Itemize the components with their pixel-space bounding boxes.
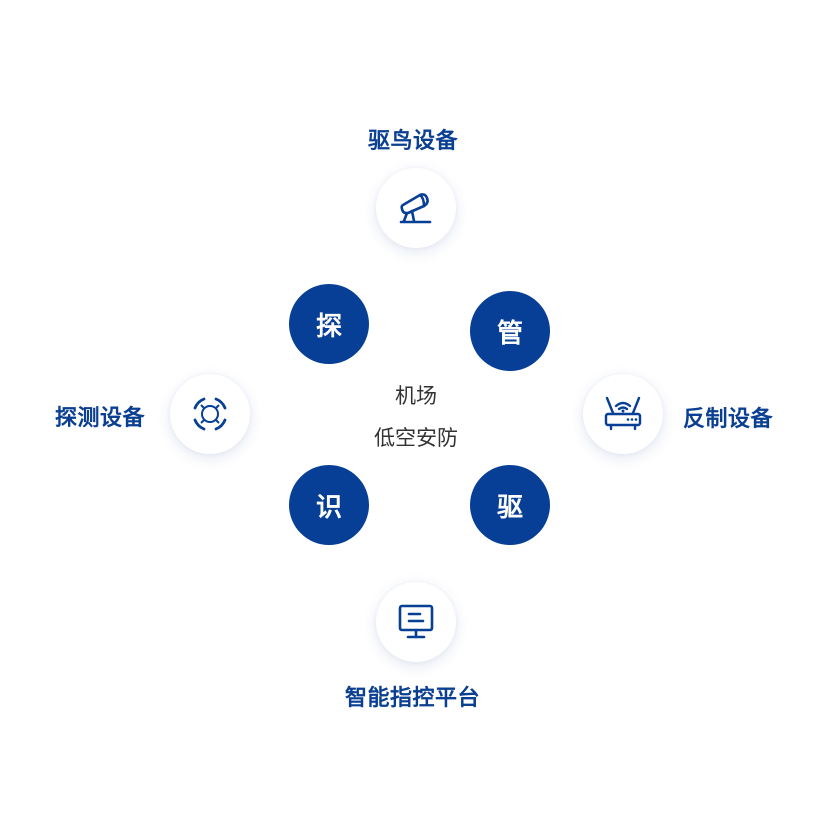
detection-device-label: 探测设备 — [55, 406, 146, 431]
router-icon — [604, 396, 642, 431]
detection-device[interactable] — [170, 374, 250, 454]
cannon-icon — [399, 193, 432, 224]
center-title-line2: 低空安防 — [374, 426, 458, 450]
node-detect[interactable]: 探 — [289, 284, 369, 364]
command-platform-device[interactable] — [376, 582, 456, 662]
bird-repeller-device[interactable] — [376, 168, 456, 248]
radar-target-icon — [193, 397, 227, 431]
command-platform-label: 智能指控平台 — [345, 686, 481, 711]
countermeasure-device[interactable] — [583, 374, 663, 454]
node-identify[interactable]: 识 — [289, 465, 369, 545]
monitor-icon — [398, 604, 434, 639]
node-manage[interactable]: 管 — [470, 291, 550, 371]
countermeasure-device-label: 反制设备 — [683, 407, 774, 432]
bird-repeller-label: 驱鸟设备 — [368, 129, 459, 154]
center-title: 机场 低空安防 — [346, 375, 486, 459]
center-title-line1: 机场 — [395, 384, 437, 408]
node-drive[interactable]: 驱 — [470, 465, 550, 545]
